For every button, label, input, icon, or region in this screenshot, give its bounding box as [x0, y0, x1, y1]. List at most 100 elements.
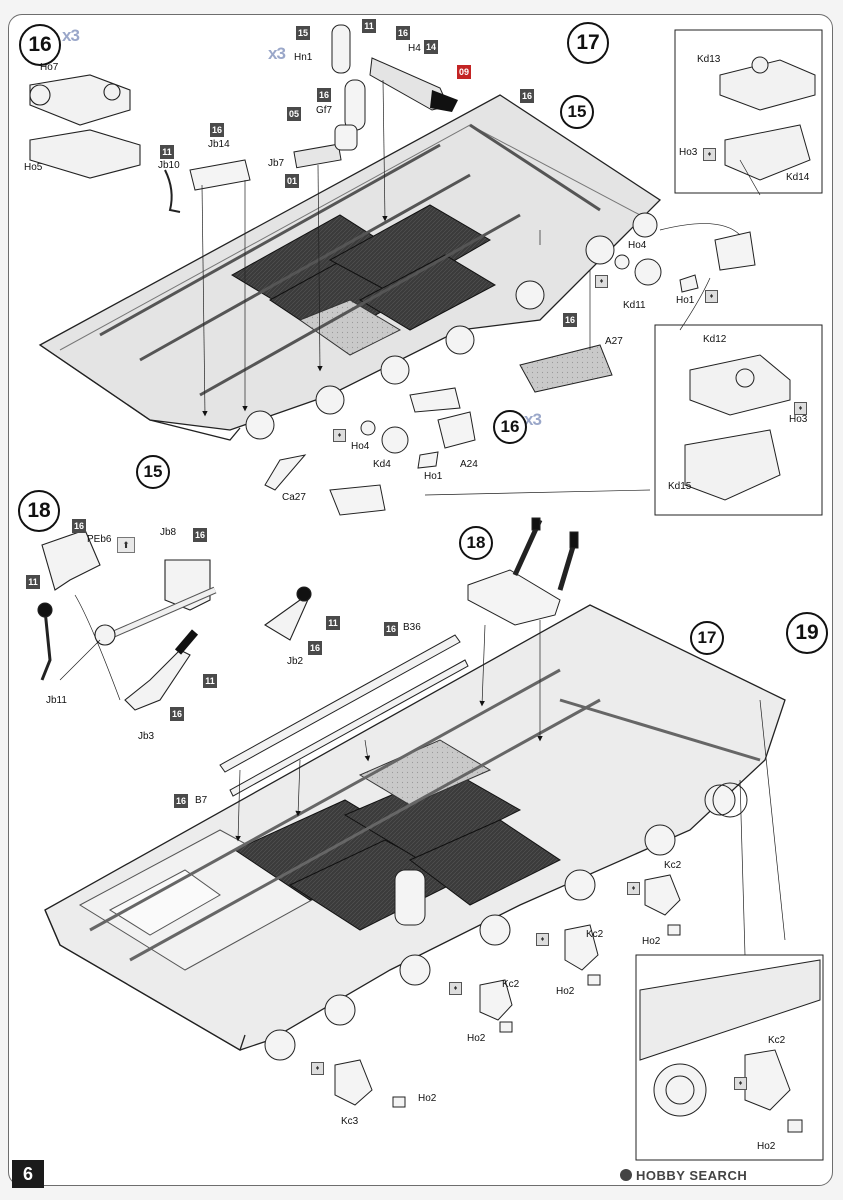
color-tag: 05: [287, 107, 302, 121]
part-label: Jb11: [46, 695, 67, 706]
step-number-18: 18: [18, 490, 60, 532]
part-18-assembly: [467, 517, 579, 626]
color-tag: 14: [424, 40, 439, 54]
color-tag: 16: [193, 528, 208, 542]
part-Jb10: [164, 169, 181, 213]
color-tag: 16: [317, 88, 332, 102]
part-label: Hn1: [294, 52, 313, 63]
part-label: Ho4: [351, 441, 370, 452]
part-label: Kd11: [623, 300, 646, 311]
glue-icon: ♦: [333, 429, 346, 442]
glue-icon: ♦: [705, 290, 718, 303]
part-label: Jb2: [287, 656, 304, 667]
part-label: Kd15: [668, 481, 692, 492]
part-Hn1-extinguishers: [331, 24, 366, 151]
part-label: Kc2: [768, 1035, 786, 1046]
parts-Kc2-Ho2: [334, 874, 681, 1108]
color-tag: 16: [210, 123, 225, 137]
parts-B36-B7: [219, 634, 469, 797]
part-Ca27: [264, 454, 307, 491]
part-label: Ho1: [424, 471, 443, 482]
color-tag: 16: [396, 26, 411, 40]
color-tag: 11: [26, 575, 40, 589]
color-tag: 11: [160, 145, 174, 159]
color-tag: 16: [308, 641, 323, 655]
part-label: Kd13: [697, 54, 721, 65]
part-label: Kc2: [586, 929, 604, 940]
part-label: Ho2: [757, 1141, 776, 1152]
watermark: HOBBY SEARCH: [636, 1168, 748, 1183]
color-tag: 15: [296, 26, 311, 40]
part-A27: [519, 344, 613, 393]
part-Jb14: [189, 159, 251, 191]
part-label: A27: [605, 336, 623, 347]
ref-text: 18: [466, 533, 486, 552]
color-tag: 11: [203, 674, 217, 688]
part-label: Kd4: [373, 459, 391, 470]
step-19-text: 19: [795, 621, 819, 644]
part-label: B36: [403, 622, 421, 633]
glue-icon: ♦: [311, 1062, 324, 1075]
part-label: Jb7: [268, 158, 285, 169]
ref-text: 17: [697, 628, 717, 647]
color-tag: 16: [174, 794, 189, 808]
part-Ho7-Ho5: [29, 74, 141, 179]
part-label: Jb10: [158, 160, 180, 171]
step-16-text: 16: [28, 33, 52, 56]
quantity-multiplier: x3: [268, 44, 286, 63]
part-label: Ho4: [628, 240, 647, 251]
ref-text: 15: [567, 102, 587, 121]
part-label: A24: [460, 459, 478, 470]
ref-text: 15: [143, 462, 163, 481]
glue-icon: ♦: [449, 982, 462, 995]
part-label: H4: [408, 43, 421, 54]
step18-parts: [37, 529, 312, 711]
upper-hull-chassis: [38, 94, 662, 441]
part-label: Jb14: [208, 139, 230, 150]
part-label: Kc3: [341, 1116, 359, 1127]
watermark-logo-icon: [620, 1169, 632, 1181]
part-label: Ho2: [418, 1093, 437, 1104]
part-Jb7: [293, 143, 342, 169]
part-label: Ho1: [676, 295, 695, 306]
part-label: Kd14: [786, 172, 810, 183]
color-tag: 11: [326, 616, 340, 630]
subassembly-ref-15: 15: [136, 455, 170, 489]
color-tag: 16: [384, 622, 399, 636]
subassembly-ref-17: 17: [690, 621, 724, 655]
quantity-multiplier: x3: [524, 410, 542, 429]
part-label: Kc2: [502, 979, 520, 990]
part-label: B7: [195, 795, 208, 806]
part-A24: [437, 411, 476, 449]
color-tag: 01: [285, 174, 300, 188]
color-tag: 16: [170, 707, 185, 721]
step-17-text: 17: [576, 31, 600, 54]
part-H4-shell: [369, 57, 458, 112]
glue-icon: ♦: [703, 148, 716, 161]
part-label: Ho2: [556, 986, 575, 997]
part-label: Ho2: [642, 936, 661, 947]
color-tag: 11: [362, 19, 376, 33]
part-label: Jb8: [160, 527, 177, 538]
part-label: Ca27: [282, 492, 306, 503]
part-label: Ho3: [679, 147, 698, 158]
part-label: Jb3: [138, 731, 155, 742]
color-tag: 09: [457, 65, 472, 79]
part-label: Ho2: [467, 1033, 486, 1044]
step-number-19: 19: [786, 612, 828, 654]
part-label: Kc2: [664, 860, 682, 871]
color-tag: 16: [72, 519, 87, 533]
glue-icon: ♦: [734, 1077, 747, 1090]
part-label: Kd12: [703, 334, 727, 345]
part-label: Gf7: [316, 105, 333, 116]
subassembly-ref-16: 16: [493, 410, 527, 444]
subassembly-ref-15: 15: [560, 95, 594, 129]
quantity-multiplier: x3: [62, 26, 80, 45]
glue-icon: ♦: [536, 933, 549, 946]
page-number: 6: [12, 1160, 44, 1188]
part-Kd-idlers: [329, 231, 756, 516]
glue-icon: ♦: [595, 275, 608, 288]
color-tag: 16: [520, 89, 535, 103]
step-18-text: 18: [27, 499, 51, 522]
